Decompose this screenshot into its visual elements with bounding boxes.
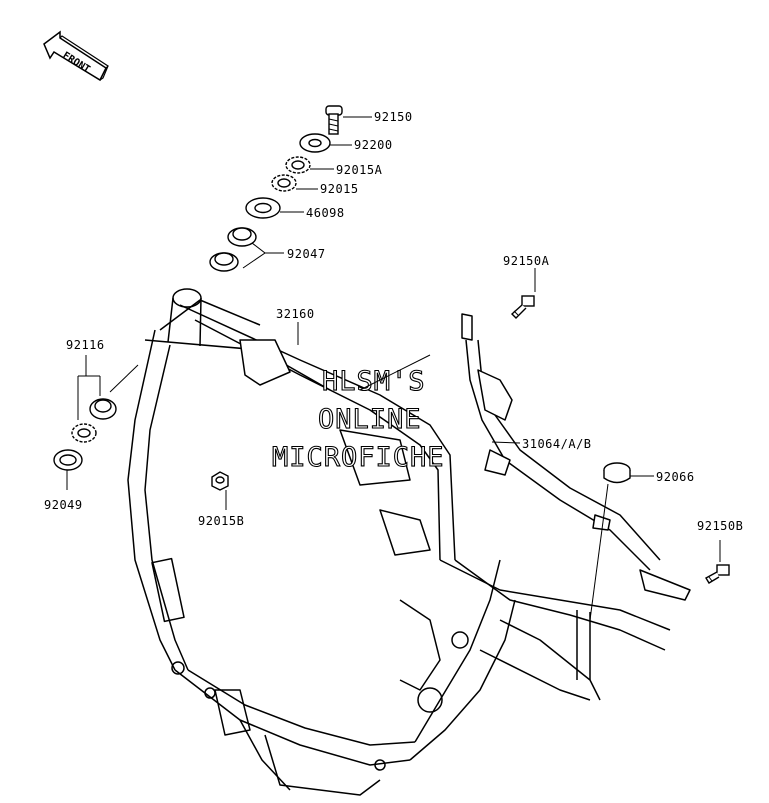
label-92015A: 92015A: [336, 163, 383, 177]
bolt-92150B: [705, 564, 730, 584]
rear-subframe-31064: [461, 313, 691, 601]
front-arrow-icon: FRONT: [43, 30, 109, 82]
label-92015B: 92015B: [198, 514, 244, 528]
label-92150: 92150: [374, 110, 413, 124]
seal-92049: [53, 449, 83, 471]
watermark-line3: MICROFICHE: [272, 442, 445, 473]
label-92200: 92200: [354, 138, 393, 152]
bolt-92150A: [510, 295, 535, 319]
bolt-92150: [325, 105, 343, 135]
bearing-92047-lower: [209, 252, 239, 272]
nut-92015B: [211, 471, 229, 491]
label-92150A: 92150A: [503, 254, 550, 268]
leader-lines: [66, 116, 721, 621]
nut-92015A: [285, 156, 311, 174]
label-92066: 92066: [656, 470, 695, 484]
seal-92116: [71, 423, 97, 443]
watermark: HLSM'S ONLINE MICROFICHE: [271, 365, 445, 473]
label-32160: 32160: [276, 307, 315, 321]
cap-92066: [603, 462, 631, 484]
label-92116: 92116: [66, 338, 105, 352]
label-92015: 92015: [320, 182, 359, 196]
watermark-line2: ONLINE: [318, 404, 422, 435]
part-labels: 92150 92200 92015A 92015 46098 92047 921…: [44, 110, 743, 533]
label-92047: 92047: [287, 247, 326, 261]
main-frame-32160: [127, 288, 671, 796]
bearing-92116: [89, 398, 117, 420]
bearing-92047-upper: [227, 227, 257, 247]
label-92049: 92049: [44, 498, 83, 512]
label-31064: 31064/A/B: [522, 437, 592, 451]
label-46098: 46098: [306, 206, 345, 220]
washer-92200: [299, 133, 331, 153]
nut-92015: [271, 174, 297, 192]
washer-46098: [245, 197, 281, 219]
label-92150B: 92150B: [697, 519, 743, 533]
watermark-line1: HLSM'S: [322, 366, 426, 397]
